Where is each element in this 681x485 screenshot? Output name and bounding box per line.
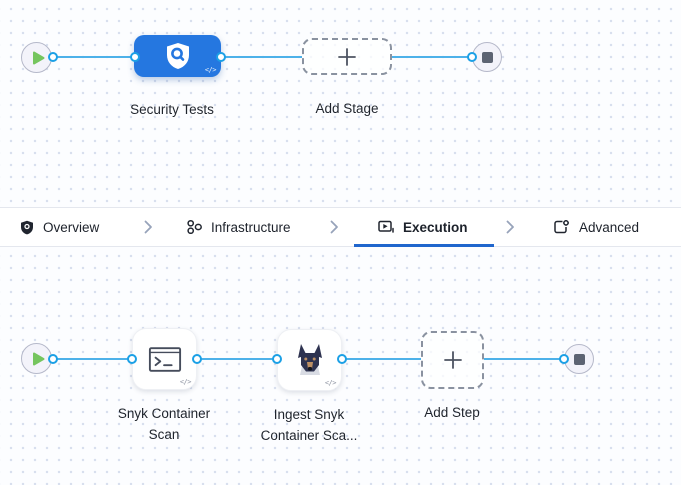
step-node-ingest-snyk[interactable]: </> (277, 329, 342, 391)
chevron-right-icon (506, 220, 515, 239)
connector-dot (337, 354, 347, 364)
stage-config-tabbar: Overview Infrastructure Execution Adva (0, 207, 681, 247)
connector-line (392, 56, 472, 58)
step-label: Ingest Snyk Container Sca... (260, 407, 358, 443)
pipeline-end-node (472, 42, 502, 72)
plus-icon (443, 351, 462, 369)
terminal-icon (148, 346, 181, 372)
stop-icon (573, 353, 585, 365)
tab-infrastructure[interactable]: Infrastructure (186, 208, 291, 246)
connector-line (53, 56, 135, 58)
step-node-snyk-container-scan[interactable]: </> (132, 328, 197, 390)
execution-play-icon (378, 220, 394, 233)
step-pipeline-canvas: </> </> Snyk Container Scan Ingest Snyk … (0, 247, 681, 485)
pipeline-start-node (21, 42, 52, 73)
tab-label: Overview (43, 219, 100, 235)
step-label: Snyk Container Scan (117, 406, 211, 442)
advanced-settings-icon (554, 220, 569, 234)
code-badge: </> (179, 378, 192, 386)
chevron-right-icon (144, 220, 153, 239)
connector-dot (467, 52, 477, 62)
code-badge: </> (204, 66, 217, 74)
infrastructure-icon (187, 219, 202, 235)
connector-dot (559, 354, 569, 364)
connector-dot (216, 52, 226, 62)
tab-advanced[interactable]: Advanced (553, 208, 639, 246)
tab-label: Advanced (579, 219, 640, 235)
play-icon (32, 51, 44, 64)
add-stage-button[interactable] (302, 38, 392, 75)
code-badge: </> (324, 379, 337, 387)
pipeline-start-node (21, 343, 52, 374)
add-step-button[interactable] (421, 331, 484, 389)
stage-node-security-tests[interactable]: </> (134, 35, 221, 77)
connector-line (53, 358, 132, 360)
add-step-label: Add Step (424, 405, 480, 420)
connector-dot (192, 354, 202, 364)
snyk-dog-icon (297, 344, 322, 375)
connector-line (484, 358, 564, 360)
connector-dot (48, 354, 58, 364)
tab-label: Infrastructure (211, 219, 291, 235)
shield-check-icon (21, 220, 33, 234)
chevron-right-icon (330, 220, 339, 239)
connector-dot (48, 52, 58, 62)
tab-overview[interactable]: Overview (20, 208, 99, 246)
stage-label: Security Tests (130, 102, 214, 117)
connector-line (342, 358, 421, 360)
connector-dot (127, 354, 137, 364)
play-icon (32, 352, 44, 365)
stop-icon (481, 51, 493, 63)
shield-scan-icon (166, 43, 189, 69)
stage-pipeline-canvas: </> Security Tests Add Stage (0, 0, 681, 207)
plus-icon (338, 47, 356, 66)
pipeline-end-node (564, 344, 594, 374)
connector-line (197, 358, 277, 360)
tab-execution[interactable]: Execution (378, 208, 468, 246)
connector-line (221, 56, 302, 58)
connector-dot (130, 52, 140, 62)
tab-label: Execution (403, 219, 468, 235)
connector-dot (272, 354, 282, 364)
add-stage-label: Add Stage (315, 101, 379, 116)
active-tab-indicator (354, 244, 494, 247)
